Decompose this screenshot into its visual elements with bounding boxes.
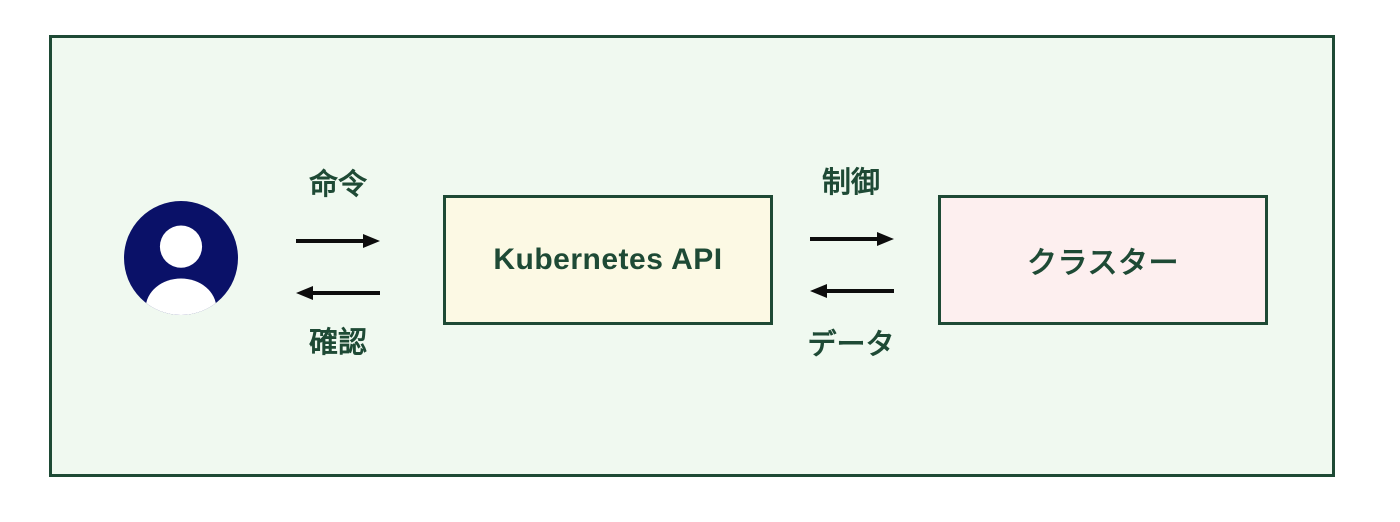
user-avatar-icon	[124, 201, 238, 315]
confirm-label: 確認	[308, 327, 367, 359]
arrow-right-icon	[809, 231, 895, 247]
diagram-frame: 命令 確認 Kubernetes API 制御 データ クラスター	[49, 35, 1335, 477]
data-label: データ	[807, 329, 895, 361]
arrow-left-icon	[809, 283, 895, 299]
arrow-right-icon	[295, 233, 381, 249]
command-label: 命令	[308, 169, 367, 201]
control-label: 制御	[821, 167, 880, 199]
arrow-left-icon	[295, 285, 381, 301]
kubernetes-api-box: Kubernetes API	[443, 195, 773, 325]
kubernetes-api-label: Kubernetes API	[493, 243, 723, 276]
cluster-label: クラスター	[1027, 247, 1179, 280]
cluster-box: クラスター	[938, 195, 1268, 325]
